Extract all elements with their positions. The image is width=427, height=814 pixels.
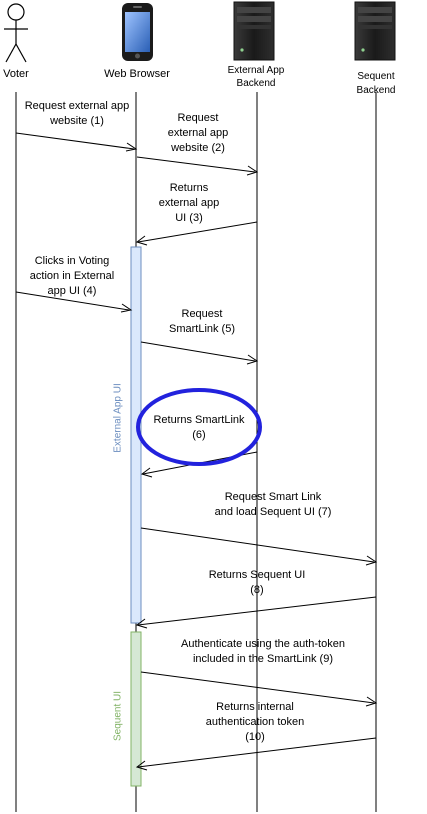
message-label-3: Returns external app UI (3) — [158, 182, 220, 224]
arrowhead — [135, 618, 148, 629]
server-tower-icon — [233, 1, 275, 61]
arrowhead — [120, 303, 133, 313]
actor-label-browser: Web Browser — [104, 68, 170, 80]
message-label-1: Request external app website (1) — [24, 100, 130, 127]
stick-figure-icon — [4, 3, 28, 63]
arrowhead — [365, 555, 378, 566]
message-label-9: Authenticate using the auth-token includ… — [181, 638, 345, 665]
message-arrow-5 — [140, 341, 256, 362]
message-label-4: Clicks in Voting action in External app … — [29, 255, 115, 297]
arrowhead — [135, 235, 148, 246]
actor-label-external: External App Backend — [227, 65, 285, 89]
message-arrow-10 — [137, 737, 377, 768]
message-label-2: Request external app website (2) — [167, 112, 229, 154]
message-label-6: Returns SmartLink (6) — [153, 414, 245, 441]
actor-label-voter: Voter — [3, 68, 29, 80]
message-label-5: Request SmartLink (5) — [168, 308, 236, 335]
highlight-ellipse — [136, 388, 262, 466]
mobile-phone-icon — [122, 3, 153, 61]
message-label-8: Returns Sequent UI (8) — [208, 569, 306, 596]
message-arrow-9 — [140, 671, 375, 704]
arrowhead — [135, 760, 148, 771]
arrowhead — [140, 467, 153, 478]
message-arrow-7 — [140, 527, 375, 563]
arrowhead — [246, 165, 259, 176]
message-arrow-4 — [15, 291, 130, 311]
server-tower-icon — [354, 1, 396, 61]
arrowhead — [246, 354, 259, 365]
message-arrow-2 — [136, 156, 256, 173]
activation-label-sequent-ui: Sequent UI — [112, 690, 124, 742]
activation-bar-sequent-ui — [130, 631, 142, 787]
actor-label-sequent: Sequent Backend — [356, 71, 396, 96]
message-label-10: Returns internal authentication token (1… — [205, 701, 305, 743]
activation-label-external-app-ui: External App UI — [112, 383, 124, 453]
message-label-7: Request Smart Link and load Sequent UI (… — [214, 491, 332, 518]
message-arrow-8 — [137, 596, 377, 626]
message-arrow-1 — [15, 132, 135, 150]
arrowhead — [125, 142, 138, 152]
arrowhead — [365, 696, 378, 707]
message-arrow-3 — [137, 221, 258, 243]
